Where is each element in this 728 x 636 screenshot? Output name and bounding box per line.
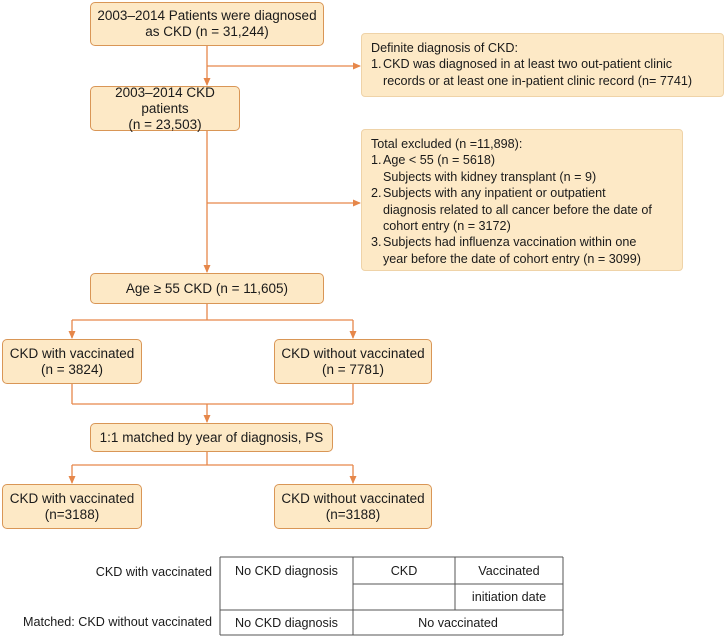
note-definite-diagnosis: Definite diagnosis of CKD: 1.CKD was dia… [361, 33, 724, 97]
box-ckd-with-vaccinated: CKD with vaccinated (n = 3824) [2, 339, 142, 384]
note2-title: Total excluded (n =11,898): [371, 137, 523, 151]
timeline-r2-no-vaccinated: No vaccinated [418, 615, 498, 630]
timeline-r1-vaccinated: Vaccinated [478, 563, 540, 578]
box-matched-with-text: CKD with vaccinated (n=3188) [9, 490, 135, 522]
box-all-ckd-text: 2003–2014 Patients were diagnosed as CKD… [97, 8, 317, 39]
timeline-r1-no-ckd: No CKD diagnosis [235, 563, 338, 578]
box-matched-text: 1:1 matched by year of diagnosis, PS [99, 429, 324, 445]
box-matched: 1:1 matched by year of diagnosis, PS [90, 423, 333, 452]
timeline-r1-ckd: CKD [390, 563, 418, 578]
timeline-r1-initiation-date: initiation date [471, 590, 547, 604]
box-matched-without-text: CKD without vaccinated (n=3188) [281, 490, 425, 522]
note1-item: 1.CKD was diagnosed in at least two out-… [371, 57, 693, 88]
box-ckd-patients: 2003–2014 CKD patients (n = 23,503) [90, 84, 240, 132]
box-ckd-without-vaccinated: CKD without vaccinated (n = 7781) [274, 339, 432, 384]
box-all-ckd-patients: 2003–2014 Patients were diagnosed as CKD… [90, 2, 324, 46]
box-matched-without-vaccinated: CKD without vaccinated (n=3188) [274, 484, 432, 529]
note-total-excluded: Total excluded (n =11,898): 1.Age < 55 (… [361, 129, 683, 271]
note1-title: Definite diagnosis of CKD: [371, 41, 518, 55]
box-ckd-patients-text: 2003–2014 CKD patients (n = 23,503) [115, 84, 215, 132]
timeline-row1-label: CKD with vaccinated [95, 565, 212, 579]
box-age-55-ckd: Age ≥ 55 CKD (n = 11,605) [90, 273, 324, 304]
note2-item: 3.Subjects had influenza vaccination wit… [371, 235, 641, 266]
note2-item: 2.Subjects with any inpatient or outpati… [371, 186, 652, 234]
box-without-vacc-text: CKD without vaccinated (n = 7781) [281, 345, 425, 377]
box-matched-with-vaccinated: CKD with vaccinated (n=3188) [2, 484, 142, 529]
timeline-r2-no-ckd: No CKD diagnosis [235, 615, 338, 630]
box-with-vacc-text: CKD with vaccinated (n = 3824) [9, 345, 135, 377]
box-age-55-text: Age ≥ 55 CKD (n = 11,605) [125, 280, 289, 296]
timeline-row2-label: Matched: CKD without vaccinated [23, 615, 212, 629]
note2-item: 1.Age < 55 (n = 5618) Subjects with kidn… [371, 153, 597, 184]
